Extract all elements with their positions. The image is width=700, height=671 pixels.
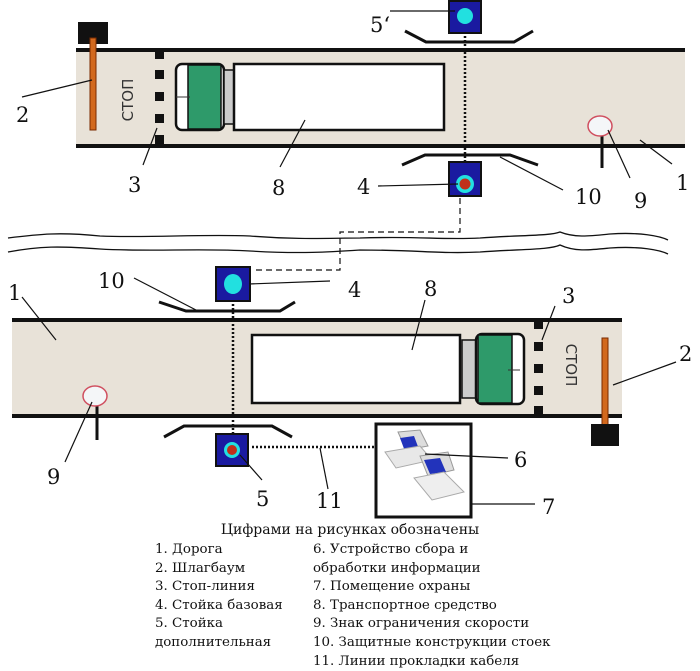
label-9-top: 9	[634, 189, 647, 213]
stop-text-bottom: СТОП	[562, 344, 580, 387]
label-1-top: 1	[676, 171, 689, 195]
cable-connection-dashed	[252, 198, 461, 271]
legend-item: обработки информации	[313, 560, 481, 576]
label-7: 7	[542, 495, 555, 519]
extra-post-top	[448, 0, 482, 34]
vehicle-bottom	[250, 332, 526, 406]
protection-bottom-upper	[158, 300, 296, 313]
label-3-bottom: 3	[562, 284, 575, 308]
base-post-bottom	[215, 266, 251, 302]
legend-item: 8. Транспортное средство	[313, 597, 497, 613]
protection-top-lower	[401, 153, 539, 167]
label-10-bottom: 10	[98, 269, 125, 293]
speed-sign-bottom	[82, 385, 108, 440]
legend-item: 3. Стоп-линия	[155, 579, 255, 595]
stop-text-top: СТОП	[119, 79, 137, 122]
computer-icon	[384, 429, 465, 501]
protection-bottom-lower	[163, 424, 293, 439]
legend-item: 11. Линии прокладки кабеля	[313, 653, 520, 669]
label-2-bottom: 2	[679, 342, 692, 366]
stop-line-bottom	[534, 320, 543, 415]
label-3-top: 3	[128, 173, 141, 197]
bottom-scene: СТОП	[8, 266, 692, 519]
stop-line-top	[155, 50, 164, 144]
label-5-bottom: 5	[256, 487, 269, 511]
legend-title: Цифрами на рисунках обозначены	[220, 522, 480, 538]
label-8-bottom: 8	[424, 277, 437, 301]
top-scene: СТОП	[16, 0, 689, 213]
barrier-top	[78, 22, 108, 131]
label-1-bottom: 1	[8, 281, 21, 305]
label-10-top: 10	[575, 185, 602, 209]
label-2-top: 2	[16, 103, 29, 127]
legend-item: 10. Защитные конструкции стоек	[313, 634, 551, 650]
extra-post-bottom	[215, 433, 249, 467]
legend-item: 6. Устройство сбора и	[313, 542, 469, 557]
legend-item: 1. Дорога	[155, 542, 223, 557]
label-5-primed: 5‘	[370, 13, 390, 37]
label-9-bottom: 9	[47, 465, 60, 489]
legend-item: 2. Шлагбаум	[155, 560, 246, 576]
legend-item: дополнительная	[155, 634, 272, 650]
base-post-top	[448, 161, 482, 197]
label-11: 11	[316, 489, 343, 513]
barrier-bottom	[591, 337, 619, 446]
label-4-bottom: 4	[348, 278, 361, 302]
section-break	[7, 231, 669, 255]
legend-item: 5. Стойка	[155, 616, 224, 632]
legend-item: 4. Стойка базовая	[155, 597, 283, 613]
label-8-top: 8	[272, 176, 285, 200]
legend-item: 7. Помещение охраны	[313, 579, 471, 595]
legend-right-column: 6. Устройство сбора и обработки информац…	[313, 541, 551, 671]
guard-room	[374, 422, 473, 519]
speed-sign-top	[587, 115, 613, 168]
label-6: 6	[514, 448, 527, 472]
legend-left-column: 1. Дорога 2. Шлагбаум 3. Стоп-линия 4. С…	[155, 541, 283, 653]
legend-item: 9. Знак ограничения скорости	[313, 616, 530, 632]
protection-top-upper	[404, 29, 534, 44]
vehicle-top	[174, 62, 446, 132]
label-4-top: 4	[357, 175, 370, 199]
